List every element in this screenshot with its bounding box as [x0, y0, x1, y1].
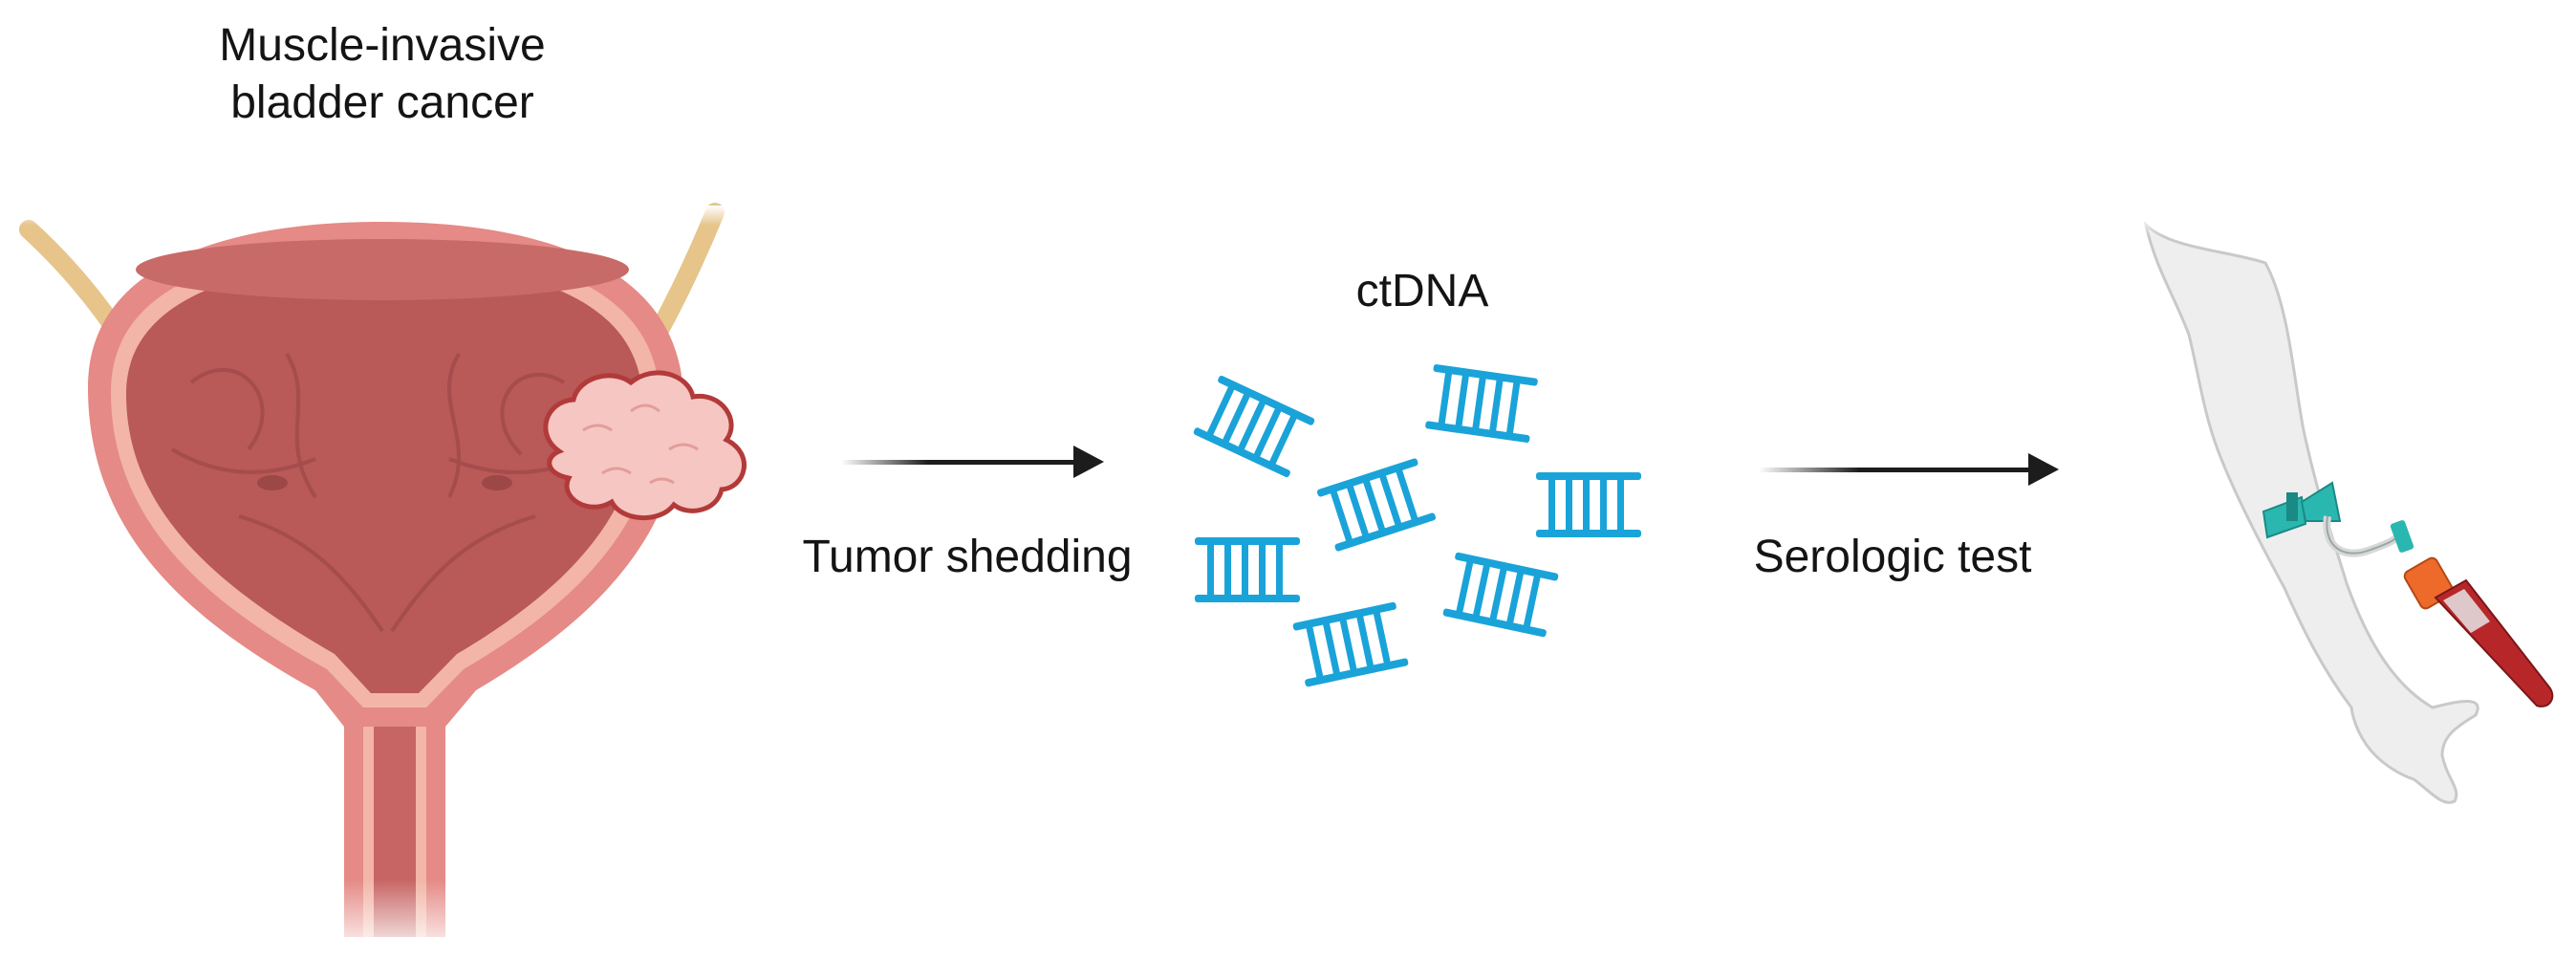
- dna-fragment-icon: [1192, 374, 1316, 479]
- ctdna-label: ctDNA: [1355, 266, 1489, 316]
- title-line-1: Muscle-invasive: [219, 20, 546, 71]
- arm-blood-draw-icon: [2132, 215, 2554, 804]
- dna-fragment-icon: [1316, 457, 1437, 553]
- ctdna-fragments: [1192, 363, 1641, 687]
- bladder-cancer-title: Muscle-invasive bladder cancer: [96, 17, 669, 132]
- serologic-test-label: Serologic test: [1753, 532, 2032, 582]
- bladder-anatomy-icon: [10, 203, 736, 958]
- tumor-shedding-arrow: [841, 446, 1104, 478]
- tumor-mass-icon: [543, 370, 747, 520]
- dna-fragment-icon: [1292, 601, 1409, 687]
- dna-fragment-icon: [1442, 552, 1559, 638]
- serologic-test-arrow: [1759, 453, 2059, 486]
- tumor-shedding-label: Tumor shedding: [802, 532, 1133, 582]
- title-line-2: bladder cancer: [230, 77, 534, 128]
- dna-fragment-icon: [1424, 363, 1539, 444]
- dna-fragment-icon: [1536, 472, 1641, 537]
- dna-fragment-icon: [1195, 537, 1300, 602]
